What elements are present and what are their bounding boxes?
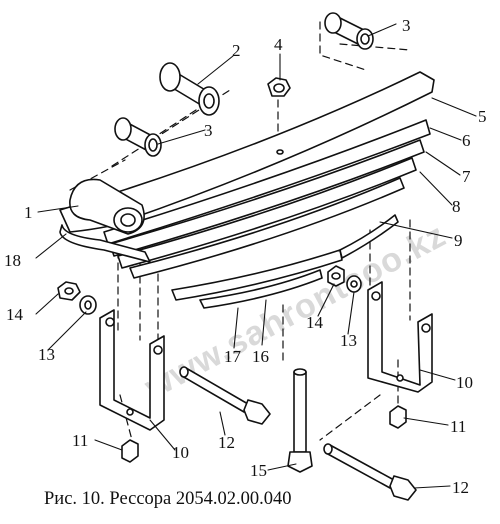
u-bracket-left [99, 309, 165, 431]
callout-3-right: 3 [402, 16, 411, 35]
callout-16: 16 [252, 347, 269, 366]
callout-2: 2 [232, 41, 241, 60]
leaf-1 [103, 119, 431, 245]
nut-11-right [389, 405, 407, 429]
callout-10-right: 10 [456, 373, 473, 392]
nut-11-left [121, 439, 139, 463]
callout-12-right: 12 [452, 478, 469, 497]
callout-11-right: 11 [450, 417, 466, 436]
callout-14-left: 14 [6, 305, 24, 324]
nut-14-left [57, 281, 81, 301]
callout-5: 5 [478, 107, 487, 126]
callout-13-right: 13 [340, 331, 357, 350]
clamp-18 [59, 224, 151, 263]
bottom-pad-9 [339, 214, 399, 259]
nut-14-right [327, 265, 345, 287]
callout-18: 18 [4, 251, 21, 270]
leader-lines [35, 23, 477, 489]
bolt-12-left [179, 366, 271, 425]
callout-14-right: 14 [306, 313, 324, 332]
callout-1: 1 [24, 203, 33, 222]
callout-7: 7 [462, 167, 471, 186]
callout-11-left: 11 [72, 431, 88, 450]
u-bracket-right [367, 281, 433, 393]
callout-3-left: 3 [204, 121, 213, 140]
washer-13-right [346, 275, 362, 293]
bushing-3-left [114, 117, 162, 157]
spring-eye [59, 178, 151, 263]
bolt-12-right [323, 443, 417, 501]
callout-13-left: 13 [38, 345, 55, 364]
callout-17: 17 [224, 347, 242, 366]
lower-leaf-16 [199, 269, 323, 309]
callout-8: 8 [452, 197, 461, 216]
center-bolt-15 [287, 368, 313, 473]
bushing-3-right [324, 12, 374, 50]
leaf-2 [109, 139, 425, 257]
callout-6: 6 [462, 131, 471, 150]
leaf-3 [117, 157, 417, 269]
callout-12-left: 12 [218, 433, 235, 452]
bushing-2 [159, 62, 220, 116]
callout-15: 15 [250, 461, 267, 480]
callout-4: 4 [274, 35, 283, 54]
callout-labels: 1 2 3 3 4 5 6 7 8 9 10 10 11 11 12 12 13… [4, 16, 487, 497]
leaf-spring-pack [59, 71, 435, 309]
lower-leaf-17 [171, 249, 343, 301]
leaf-4 [129, 177, 405, 279]
callout-10-left: 10 [172, 443, 189, 462]
callout-9: 9 [454, 231, 463, 250]
center-nut-4 [267, 77, 291, 155]
washer-13-left [79, 295, 97, 315]
figure-caption: Рис. 10. Рессора 2054.02.00.040 [44, 489, 292, 509]
